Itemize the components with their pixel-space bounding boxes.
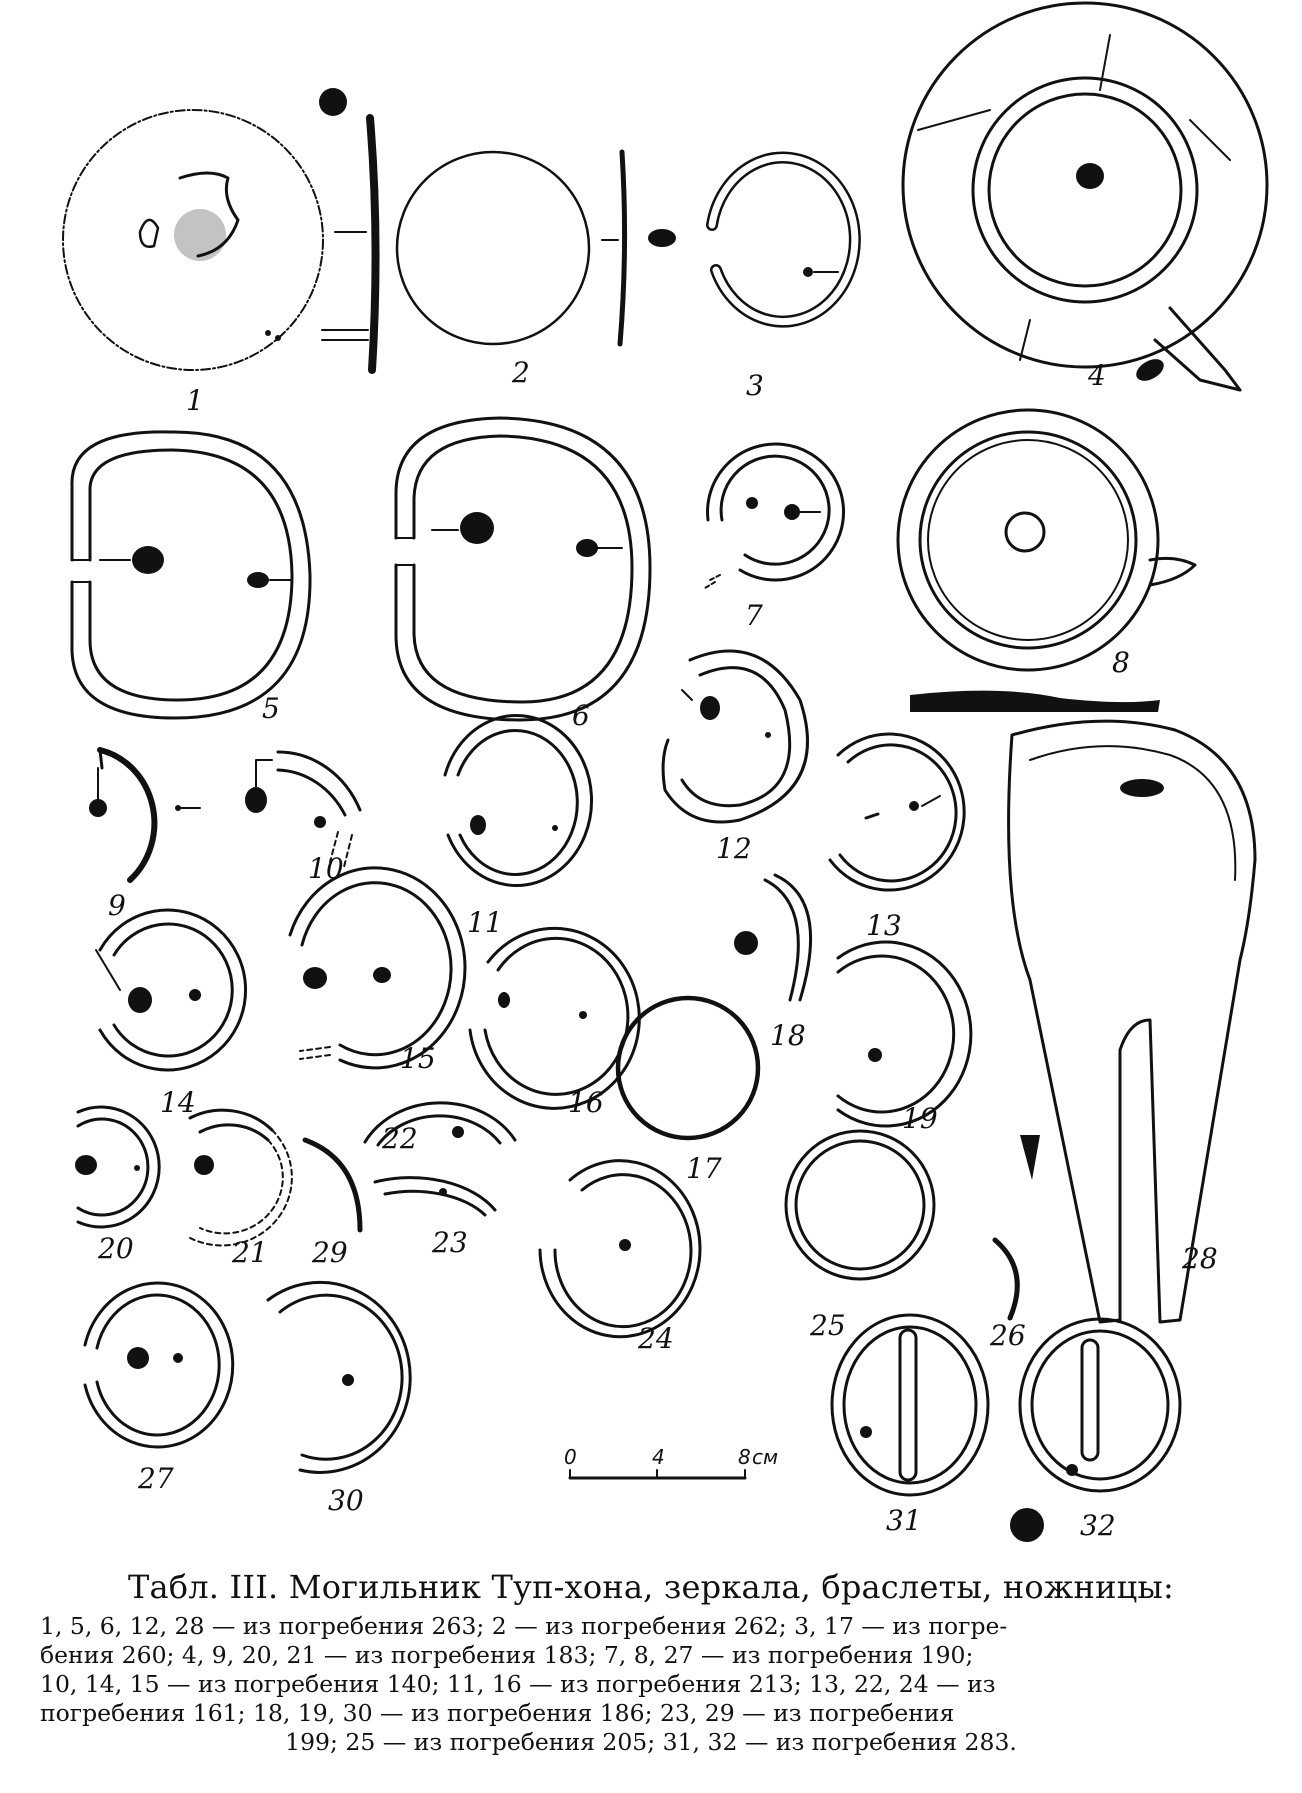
fig-11-bracelet bbox=[443, 714, 594, 887]
caption-body: 1, 5, 6, 12, 28 — из погребения 263; 2 —… bbox=[40, 1612, 1262, 1757]
scale-tick-4: 4 bbox=[652, 1445, 665, 1469]
fig-1-mirror bbox=[62, 109, 324, 371]
fig-9-bracelet bbox=[89, 747, 201, 883]
caption-line-1: 1, 5, 6, 12, 28 — из погребения 263; 2 —… bbox=[40, 1612, 1008, 1640]
fig-label-20: 20 bbox=[97, 1232, 134, 1265]
fig-4-mirror bbox=[901, 1, 1269, 392]
fig-label-26: 26 bbox=[989, 1319, 1026, 1352]
fig-10-bracelet bbox=[245, 750, 362, 868]
fig-label-1: 1 bbox=[186, 384, 204, 417]
fig-label-10: 10 bbox=[308, 852, 344, 885]
fig-label-22: 22 bbox=[381, 1122, 418, 1155]
fig-1-section bbox=[366, 114, 380, 374]
fig-label-12: 12 bbox=[716, 832, 752, 865]
fig-32-bracelet bbox=[1010, 1317, 1182, 1542]
fig-label-4: 4 bbox=[1087, 359, 1106, 392]
fig-label-9: 9 bbox=[108, 889, 126, 922]
fig-5-bracelet bbox=[70, 430, 312, 720]
fig-label-16: 16 bbox=[568, 1086, 604, 1119]
fig-label-17: 17 bbox=[686, 1152, 722, 1185]
fig-label-2: 2 bbox=[511, 356, 530, 389]
fig-17-bracelet bbox=[615, 995, 761, 1141]
fig-22-bracelet bbox=[363, 1101, 517, 1147]
plate-drawing: 0 4 8 см 1 2 3 4 5 6 7 8 9 10 11 12 13 1… bbox=[62, 1, 1269, 1542]
fig-label-19: 19 bbox=[902, 1102, 938, 1135]
fig-label-14: 14 bbox=[160, 1086, 196, 1119]
fig-label-13: 13 bbox=[866, 909, 902, 942]
fig-18-bracelet bbox=[734, 873, 813, 1002]
fig-7-bracelet bbox=[704, 442, 846, 589]
fig-28-scissors bbox=[1007, 719, 1257, 1324]
fig-label-8: 8 bbox=[1112, 646, 1130, 679]
caption-title: Табл. III. Могильник Туп-хона, зеркала, … bbox=[127, 1568, 1175, 1606]
fig-label-5: 5 bbox=[262, 692, 280, 725]
fig-31-bracelet bbox=[830, 1313, 990, 1497]
fig-14-bracelet bbox=[95, 908, 247, 1072]
fig-label-7: 7 bbox=[745, 599, 763, 632]
fig-label-25: 25 bbox=[809, 1309, 846, 1342]
fig-16-bracelet bbox=[468, 926, 641, 1110]
fig-label-3: 3 bbox=[746, 369, 764, 402]
scale-bar bbox=[568, 1469, 747, 1480]
fig-27-bracelet bbox=[83, 1281, 235, 1449]
fig-label-31: 31 bbox=[886, 1504, 922, 1537]
fig-3-bracelet bbox=[648, 151, 861, 328]
fig-label-28: 28 bbox=[1181, 1242, 1218, 1275]
fig-6-bracelet bbox=[394, 416, 652, 722]
fig-24-bracelet bbox=[538, 1159, 702, 1339]
caption-line-3: 10, 14, 15 — из погребения 140; 11, 16 —… bbox=[40, 1670, 996, 1698]
fig-label-23: 23 bbox=[431, 1226, 468, 1259]
fig-label-11: 11 bbox=[467, 906, 503, 939]
fig-label-18: 18 bbox=[770, 1019, 806, 1052]
fig-21-bracelet bbox=[188, 1108, 293, 1247]
plate-caption: Табл. III. Могильник Туп-хона, зеркала, … bbox=[40, 1568, 1262, 1757]
fig-23-bracelet bbox=[373, 1176, 497, 1217]
caption-line-5: 199; 25 — из погребения 205; 31, 32 — из… bbox=[285, 1728, 1017, 1756]
fig-2-section bbox=[617, 149, 628, 347]
fig-12-bracelet bbox=[661, 649, 809, 824]
fig-26-fragment bbox=[992, 1237, 1020, 1321]
fig-label-15: 15 bbox=[400, 1042, 436, 1075]
scale-unit: см bbox=[752, 1445, 778, 1469]
fig-20-bracelet bbox=[75, 1105, 161, 1229]
fig-label-24: 24 bbox=[637, 1322, 674, 1355]
scale-tick-0: 0 bbox=[564, 1445, 577, 1469]
fig-13-bracelet bbox=[828, 732, 966, 892]
fig-2-mirror bbox=[395, 150, 591, 346]
fig-30-bracelet bbox=[266, 1280, 412, 1474]
fig-25-bracelet-inner bbox=[794, 1139, 926, 1271]
fig-label-21: 21 bbox=[231, 1236, 268, 1269]
fig-label-27: 27 bbox=[137, 1462, 174, 1495]
caption-line-2: бения 260; 4, 9, 20, 21 — из погребения … bbox=[40, 1641, 974, 1669]
fig-label-30: 30 bbox=[328, 1484, 364, 1517]
fig-1-section-dot bbox=[319, 88, 347, 116]
caption-line-4: погребения 161; 18, 19, 30 — из погребен… bbox=[40, 1699, 955, 1727]
fig-label-6: 6 bbox=[572, 699, 590, 732]
scale-tick-8: 8 bbox=[738, 1445, 751, 1469]
fig-19-bracelet bbox=[836, 940, 973, 1128]
fig-label-29: 29 bbox=[311, 1236, 348, 1269]
fig-8-mirror bbox=[896, 408, 1197, 712]
fig-15-bracelet bbox=[288, 866, 467, 1070]
fig-label-32: 32 bbox=[1080, 1509, 1116, 1542]
fig-25-bracelet-outer bbox=[784, 1129, 936, 1281]
fig-29-fragment bbox=[302, 1137, 363, 1233]
